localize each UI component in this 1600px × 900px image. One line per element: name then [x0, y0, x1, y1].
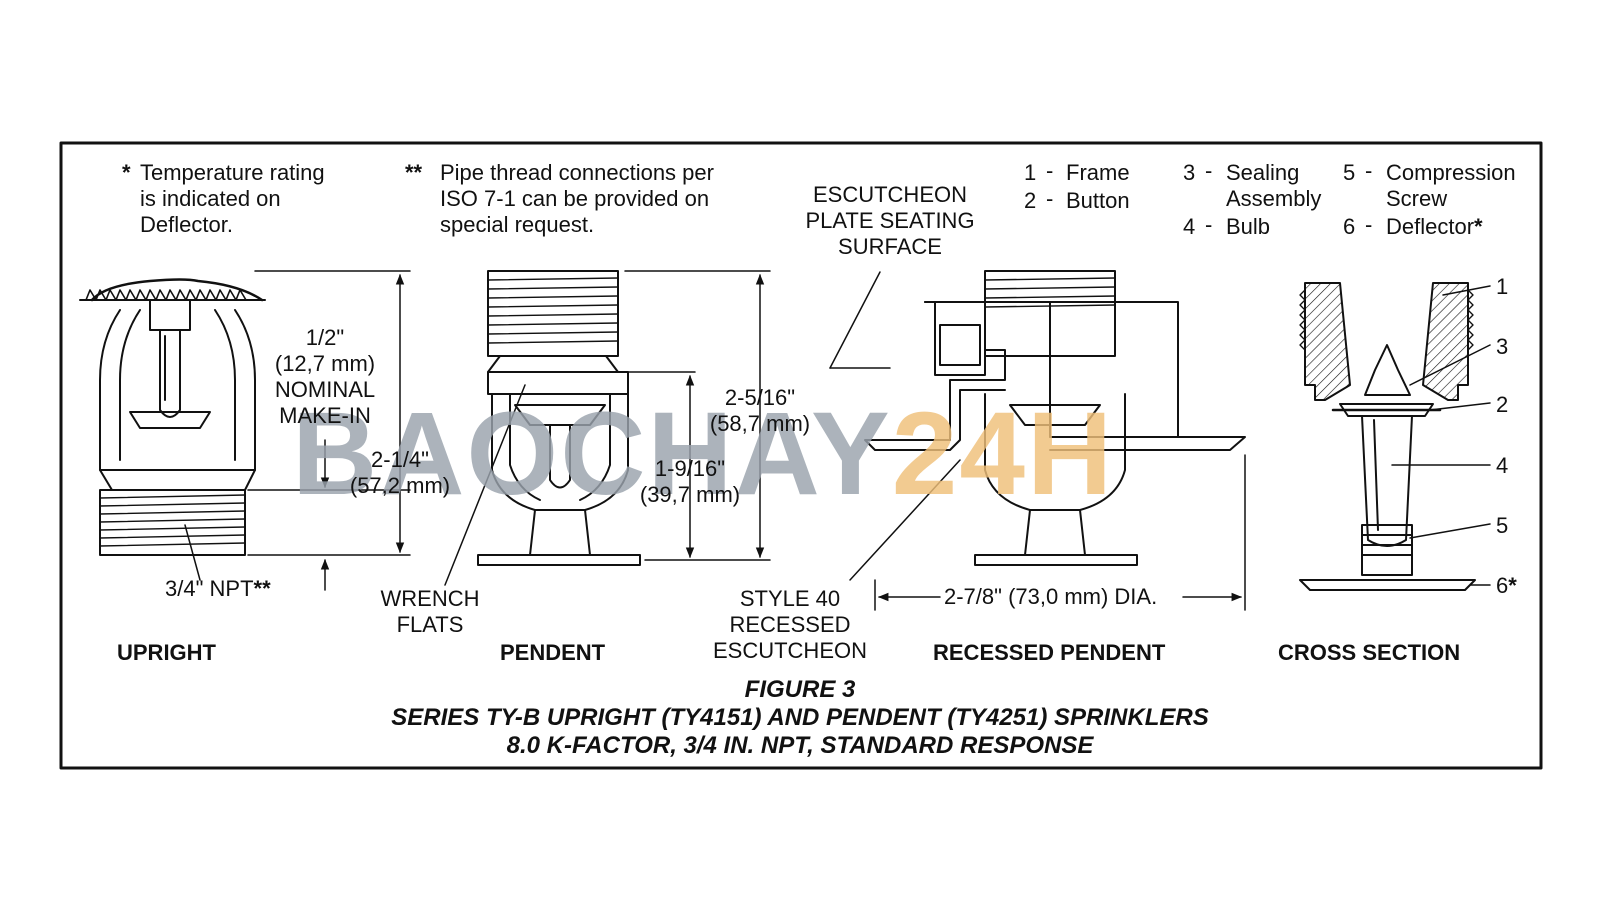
npt-text: 3/4" NPT: [165, 576, 254, 601]
dim-line: (57,2 mm): [349, 473, 451, 498]
legend-label: Bulb: [1226, 214, 1271, 239]
dim-line: (12,7 mm): [274, 351, 376, 376]
note-line: is indicated on: [140, 186, 281, 211]
note-line: Temperature rating: [140, 160, 325, 185]
legend-label: Screw: [1386, 186, 1448, 211]
upright-deflector-teeth: [85, 289, 247, 301]
label-line: ESCUTCHEON: [812, 182, 967, 207]
figure-caption-line1: SERIES TY-B UPRIGHT (TY4151) AND PENDENT…: [391, 704, 1209, 731]
dim-line: 1-9/16": [654, 456, 726, 481]
recessed-pendent-sprinkler: [829, 270, 1246, 611]
dim-line: (39,7 mm): [639, 482, 741, 507]
note-marker: *: [122, 160, 131, 185]
legend-marker: *: [1474, 214, 1483, 239]
figure-caption-title: FIGURE 3: [744, 676, 856, 703]
legend-dash: -: [1365, 158, 1373, 183]
note-marker: **: [405, 160, 423, 185]
cross-section: [1299, 282, 1491, 591]
part-number-6-text: 6: [1496, 573, 1509, 598]
part-number-4: 4: [1496, 453, 1509, 478]
dim-line: 1/2": [305, 325, 345, 350]
figure-caption-line2: 8.0 K-FACTOR, 3/4 IN. NPT, STANDARD RESP…: [506, 732, 1094, 759]
note-line: Deflector.: [140, 212, 233, 237]
callout-line: FLATS: [396, 612, 464, 637]
upright-sprinkler: [79, 270, 411, 591]
label-line: PLATE SEATING: [805, 208, 975, 233]
legend-dash: -: [1205, 158, 1213, 183]
note-line: Pipe thread connections per: [440, 160, 714, 185]
view-label-cross-section: CROSS SECTION: [1278, 640, 1461, 665]
upright-threads: [99, 494, 246, 547]
dim-line: 2-1/4": [371, 447, 429, 472]
view-label-pendent: PENDENT: [500, 640, 606, 665]
callout-line: WRENCH: [380, 586, 480, 611]
npt-label: 3/4" NPT**: [165, 576, 271, 602]
legend-label-text: Deflector: [1386, 214, 1475, 239]
legend-number: 4: [1183, 214, 1196, 239]
part-number-6-marker: *: [1508, 573, 1517, 598]
part-number-3: 3: [1496, 334, 1509, 359]
legend-number: 3: [1183, 160, 1196, 185]
npt-marker: **: [253, 576, 271, 601]
view-label-upright: UPRIGHT: [117, 640, 216, 665]
legend-dash: -: [1205, 212, 1213, 237]
legend-label: Deflector*: [1386, 214, 1483, 240]
legend-label: Sealing: [1226, 160, 1300, 185]
part-number-1: 1: [1496, 274, 1509, 299]
dim-line: 2-5/16": [724, 385, 796, 410]
callout-line: STYLE 40: [739, 586, 841, 611]
note-line: ISO 7-1 can be provided on: [440, 186, 710, 211]
label-line: SURFACE: [838, 234, 942, 259]
figure-border: [59, 141, 1543, 770]
watermark: BAOCHAY24H: [292, 395, 1114, 513]
watermark-part1: BAOCHAY: [292, 388, 892, 520]
part-number-2: 2: [1496, 392, 1509, 417]
legend-dash: -: [1365, 212, 1373, 237]
callout-line: ESCUTCHEON: [712, 638, 867, 663]
view-label-recessed-pendent: RECESSED PENDENT: [933, 640, 1166, 665]
legend-number: 5: [1343, 160, 1356, 185]
legend-number: 2: [1024, 188, 1037, 213]
legend-label: Assembly: [1226, 186, 1322, 211]
dim-line: (58,7 mm): [709, 411, 811, 436]
part-number-5: 5: [1496, 513, 1509, 538]
legend-number: 1: [1024, 160, 1037, 185]
cross-threads: [1299, 289, 1474, 351]
pendent-threads: [487, 277, 619, 344]
legend-number: 6: [1343, 214, 1356, 239]
pendent-sprinkler: [444, 270, 771, 586]
legend-dash: -: [1046, 158, 1054, 183]
dim-line: NOMINAL: [274, 377, 376, 402]
note-line: special request.: [440, 212, 595, 237]
dimension-diameter: 2-7/8" (73,0 mm) DIA.: [944, 584, 1158, 609]
part-number-6: 6*: [1496, 573, 1517, 599]
watermark-part2: 24H: [891, 388, 1115, 520]
legend-label: Compression: [1386, 160, 1516, 185]
dim-line: MAKE-IN: [279, 403, 371, 428]
legend-dash: -: [1046, 186, 1054, 211]
legend-label: Button: [1066, 188, 1130, 213]
legend-label: Frame: [1066, 160, 1130, 185]
callout-line: RECESSED: [729, 612, 851, 637]
